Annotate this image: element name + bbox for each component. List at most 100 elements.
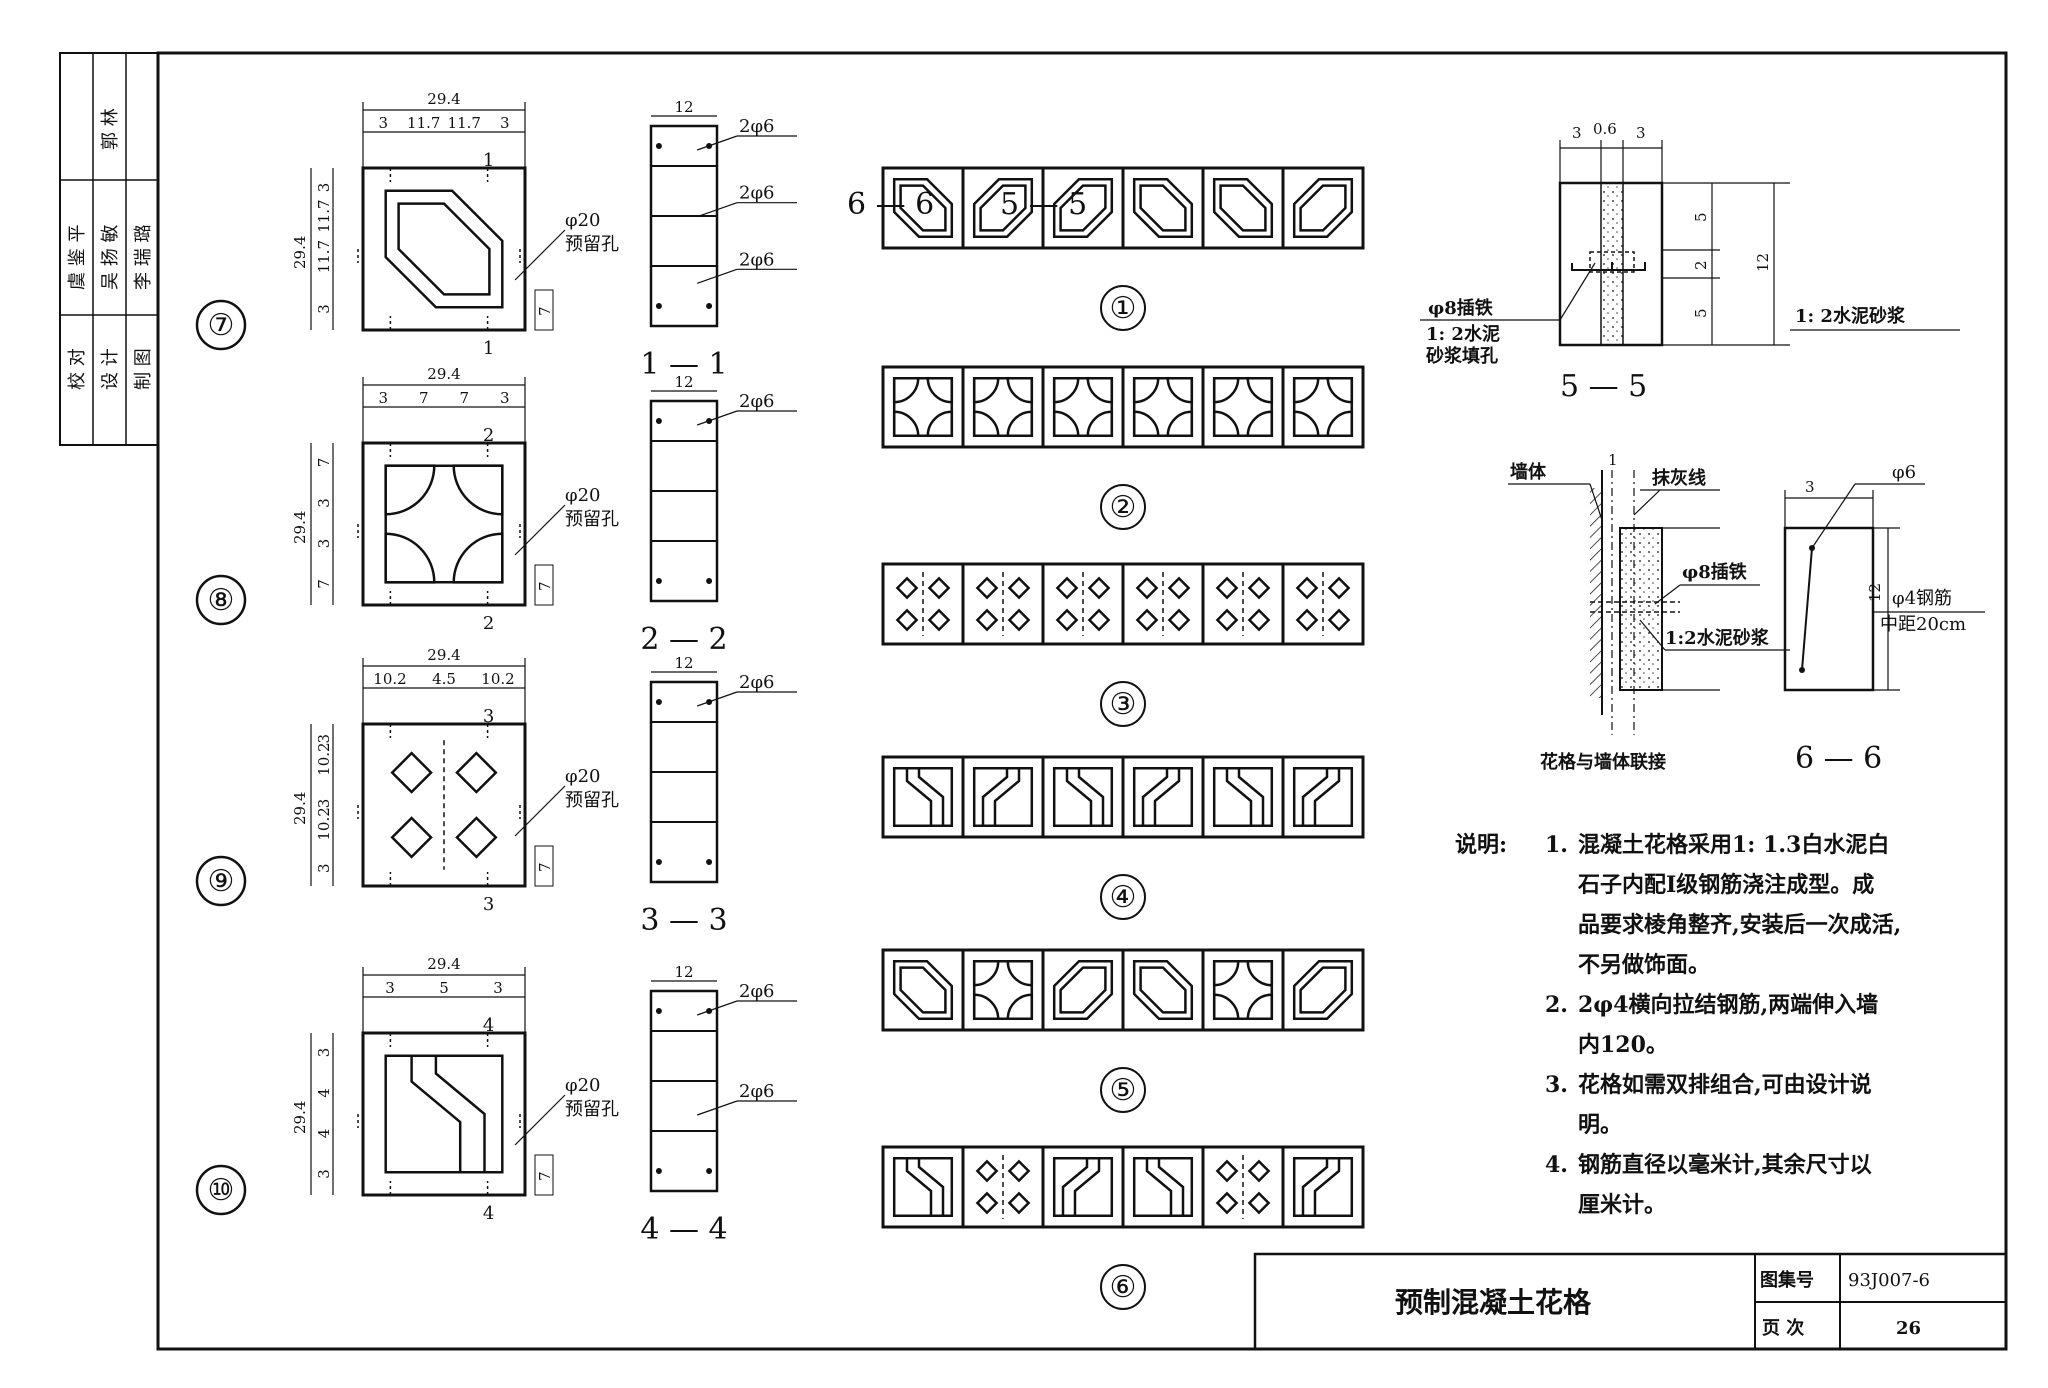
detail-vdim: 11.7 — [315, 240, 333, 273]
petal — [1007, 1159, 1031, 1183]
cut-mark-bottom: 4 — [483, 1203, 494, 1224]
hole-label: 预留孔 — [565, 234, 619, 255]
detail-vdim: 3 — [315, 1048, 333, 1058]
zig-bar-b — [1141, 768, 1169, 826]
bar-label: 2φ6 — [739, 1081, 775, 1102]
detail-height: 29.4 — [291, 1101, 309, 1134]
side-dim: 7 — [536, 862, 554, 872]
s55-rdim-c: 5 — [1692, 308, 1710, 318]
quarter-circle — [1212, 376, 1240, 404]
note-line: 混凝土花格采用1: 1.3白水泥白 — [1578, 832, 1889, 858]
petal — [895, 576, 919, 600]
zig-bar-b — [1061, 1158, 1089, 1216]
hole-dia-label: φ20 — [565, 485, 601, 506]
wall-connection: 墙体 1 抹灰线 φ8插铁 1:2水泥砂浆 花格与墙体联接 — [1508, 451, 1790, 773]
petal — [1007, 1191, 1031, 1215]
petal — [1167, 576, 1191, 600]
zig-bar-b — [917, 768, 945, 826]
zig-bar-b — [1157, 1158, 1185, 1216]
plaster-line-label: 抹灰线 — [1652, 467, 1706, 489]
row-number: ⑤ — [1110, 1073, 1137, 1108]
hole-label: 预留孔 — [565, 790, 619, 811]
petal — [390, 751, 433, 794]
cross-frame — [1212, 959, 1274, 1021]
s66-title: 6 — 6 — [1795, 741, 1882, 776]
detail-width: 29.4 — [427, 365, 460, 383]
quarter-circle — [1212, 959, 1240, 987]
section-width: 12 — [674, 963, 693, 981]
petal — [1295, 576, 1319, 600]
notes-items: 1.混凝土花格采用1: 1.3白水泥白石子内配Ⅰ级钢筋浇注成型。成品要求棱角整齐… — [1545, 832, 1901, 1218]
rebar-dot — [706, 859, 713, 865]
rebar-dot — [655, 1008, 662, 1014]
petal — [927, 608, 951, 632]
zig-bar-a — [905, 768, 933, 826]
lattice-row-2: ② — [881, 365, 1365, 530]
quarter-circle — [926, 410, 954, 438]
quarter-circle — [1166, 410, 1194, 438]
block-outline — [361, 1031, 527, 1197]
name-draw: 李 瑞 璐 — [133, 225, 154, 290]
section-outline — [649, 399, 719, 603]
detail-dim: 7 — [419, 389, 429, 407]
zig-bar-a — [410, 1055, 462, 1173]
s55-rebar-label: φ8插铁 — [1428, 297, 1493, 319]
detail-vdim: 3 — [315, 1169, 333, 1179]
zig-bar-b — [981, 768, 1009, 826]
note-line: 钢筋直径以毫米计,其余尺寸以 — [1578, 1152, 1872, 1178]
quarter-circle — [1166, 376, 1194, 404]
lattice-row-5: ⑤ — [881, 948, 1365, 1113]
wall-label: 墙体 — [1510, 461, 1547, 483]
quarter-circle — [1246, 993, 1274, 1021]
row-number: ① — [1110, 291, 1137, 326]
zig-frame — [972, 766, 1034, 828]
s55-dim-a: 3 — [1572, 124, 1582, 142]
atlas-no-label: 图集号 — [1760, 1269, 1814, 1291]
sheet-border — [156, 51, 2008, 1351]
zig-bar-a — [1065, 768, 1093, 826]
quarter-circle — [1006, 993, 1034, 1021]
rebar-dot — [706, 1168, 713, 1174]
section-width: 12 — [674, 373, 693, 391]
bar-label: 2φ6 — [739, 249, 775, 270]
leader — [514, 504, 566, 556]
row-number-circle — [1100, 874, 1146, 920]
hole-dia-label: φ20 — [565, 1075, 601, 1096]
wall-connection-title: 花格与墙体联接 — [1540, 751, 1666, 773]
role-draw: 制 图 — [133, 348, 154, 390]
bar-label: 2φ6 — [739, 981, 775, 1002]
rebar-dot — [655, 578, 662, 584]
cut-mark-bottom: 2 — [483, 613, 494, 634]
wall-mortar-label: 1:2水泥砂浆 — [1665, 627, 1770, 649]
detail-vdim: 7 — [315, 579, 333, 589]
petal — [1215, 608, 1239, 632]
rebar-dot — [706, 578, 713, 584]
diag-void-outer — [892, 177, 954, 239]
s55-dim-b: 0.6 — [1593, 120, 1617, 138]
name-check: 虞 鉴 平 — [67, 225, 88, 290]
zig-frame — [1052, 1156, 1114, 1218]
leader — [514, 785, 566, 837]
zig-frame — [1212, 766, 1274, 828]
detail-dim: 3 — [500, 389, 510, 407]
petal — [1135, 608, 1159, 632]
hole-label: 预留孔 — [565, 1099, 619, 1120]
detail-height: 29.4 — [291, 792, 309, 825]
zig-bar-a — [1313, 768, 1341, 826]
detail-number-circle — [195, 299, 247, 351]
quarter-circle — [452, 464, 504, 516]
petal — [1007, 608, 1031, 632]
section-title: 4 — 4 — [640, 1212, 727, 1247]
section-title: 3 — 3 — [640, 903, 727, 938]
diag-void-outer — [1292, 959, 1354, 1021]
section-width: 12 — [674, 98, 693, 116]
lattice-row-1: ① — [881, 166, 1365, 331]
detail-dim: 4.5 — [432, 670, 456, 688]
